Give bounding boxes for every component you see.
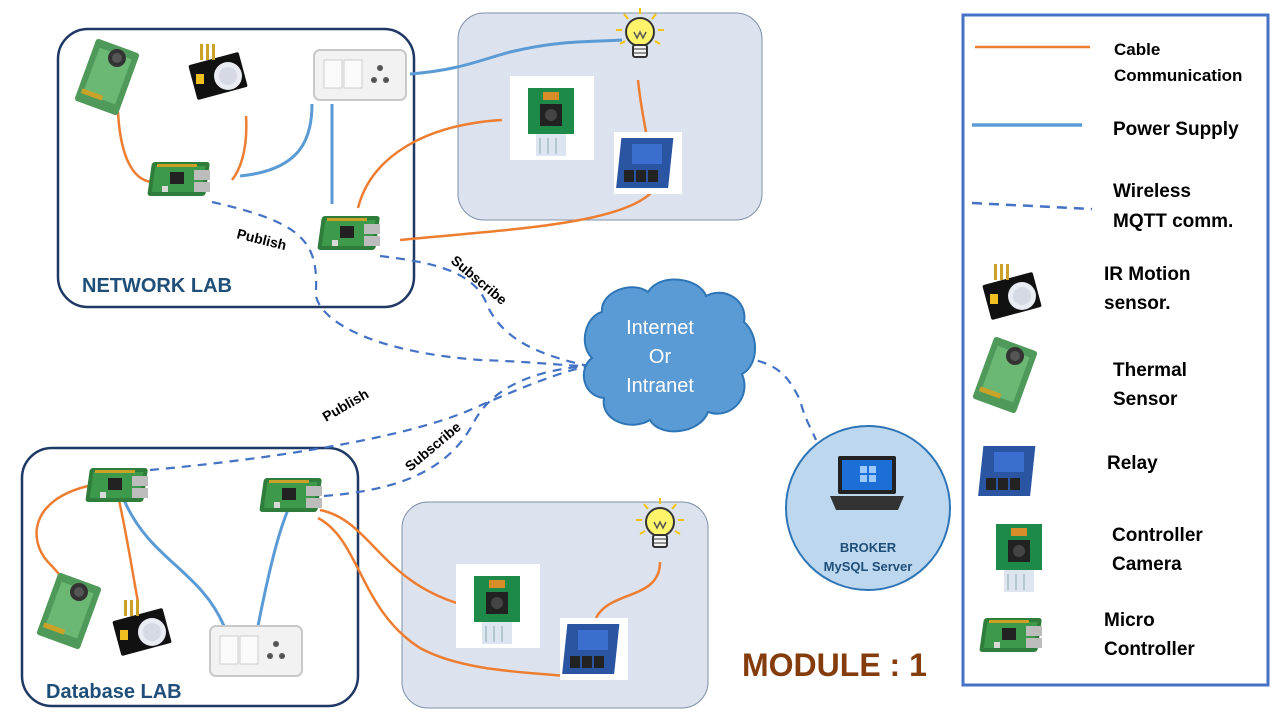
room-box-top bbox=[457, 12, 763, 221]
broker-subtitle: MySQL Server bbox=[824, 559, 913, 574]
legend-wireless-line-1: Wireless bbox=[1113, 181, 1191, 202]
legend-micro-icon bbox=[979, 618, 1042, 652]
micro-controller-icon bbox=[147, 162, 210, 196]
edge-label-subscribe-top: Subscribe bbox=[448, 252, 510, 308]
legend-relay-icon bbox=[976, 440, 1044, 502]
legend-relay-line-1: Relay bbox=[1107, 453, 1158, 474]
legend-power-line-1: Power Supply bbox=[1113, 119, 1239, 140]
legend-camera-icon bbox=[977, 511, 1063, 597]
legend-ir-line-1: IR Motion bbox=[1104, 264, 1191, 285]
network-lab-label: NETWORK LAB bbox=[82, 275, 232, 297]
room-box-bottom bbox=[401, 501, 709, 709]
legend: Cable Communication Power Supply Wireles… bbox=[961, 13, 1270, 687]
legend-cable-line-2: Communication bbox=[1114, 66, 1242, 85]
legend-wireless-swatch bbox=[971, 201, 1093, 211]
camera-module-icon bbox=[509, 75, 595, 161]
legend-wireless-line-2: MQTT comm. bbox=[1113, 211, 1233, 232]
edge-label-publish-bottom: Publish bbox=[320, 385, 372, 424]
camera-module-icon bbox=[455, 563, 541, 649]
legend-camera-line-1: Controller bbox=[1112, 525, 1203, 546]
relay-icon bbox=[560, 618, 628, 680]
legend-cable-line-1: Cable bbox=[1114, 40, 1160, 59]
legend-ir-line-2: sensor. bbox=[1104, 293, 1171, 314]
legend-thermal-line-1: Thermal bbox=[1113, 360, 1187, 381]
legend-micro-line-2: Controller bbox=[1104, 639, 1195, 660]
micro-controller-icon bbox=[259, 478, 322, 512]
cloud-line-2: Or bbox=[649, 346, 672, 368]
cloud-line-1: Internet bbox=[626, 317, 694, 339]
wall-socket-icon bbox=[209, 625, 303, 677]
wireless-connections bbox=[149, 200, 818, 498]
wall-socket-icon bbox=[313, 49, 407, 101]
laptop-icon bbox=[830, 456, 904, 510]
micro-controller-icon bbox=[317, 216, 380, 250]
cable-connections bbox=[35, 79, 662, 678]
cloud-line-3: Intranet bbox=[626, 375, 694, 397]
broker-title: BROKER bbox=[840, 540, 897, 555]
legend-thermal-line-2: Sensor bbox=[1113, 389, 1178, 410]
legend-camera-line-2: Camera bbox=[1112, 554, 1182, 575]
micro-controller-icon bbox=[85, 468, 148, 502]
module-title: MODULE : 1 bbox=[742, 647, 927, 683]
internet-cloud: Internet Or Intranet bbox=[583, 278, 757, 433]
broker-node: BROKER MySQL Server bbox=[785, 425, 951, 591]
relay-icon bbox=[614, 132, 682, 194]
database-lab-label: Database LAB bbox=[46, 681, 182, 703]
legend-micro-line-1: Micro bbox=[1104, 610, 1155, 631]
